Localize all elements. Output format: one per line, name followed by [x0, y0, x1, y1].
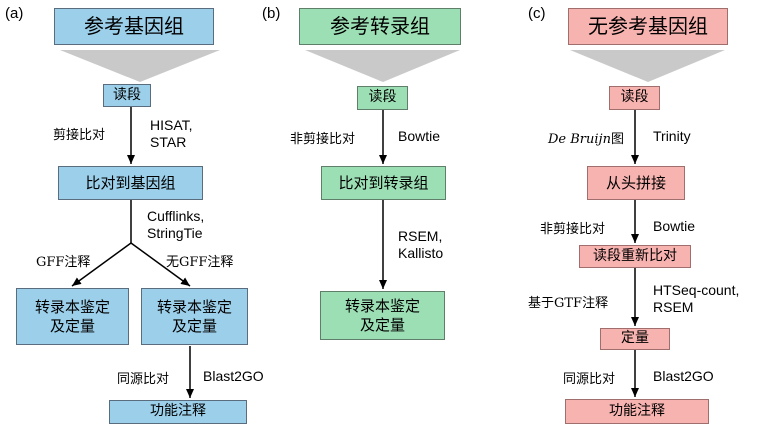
title-no-reference-genome: 无参考基因组	[568, 8, 728, 45]
title-reference-genome: 参考基因组	[54, 8, 214, 45]
de-bruijn-italic: De Bruijn	[548, 132, 611, 147]
funnel-c	[570, 50, 725, 82]
reads-box-c: 读段	[609, 86, 660, 110]
realign-reads-box: 读段重新比对	[579, 245, 691, 268]
label-a-spliced-alignment: 剪接比对	[53, 128, 106, 143]
graph-suffix: 图	[610, 132, 624, 147]
tools-a-cufflinks-stringtie: Cufflinks, StringTie	[147, 208, 205, 241]
function-annotation-box-c: 功能注释	[565, 399, 709, 424]
label-a-gff-annotation: GFF注释	[36, 255, 91, 270]
label-a-homology-alignment: 同源比对	[117, 372, 170, 387]
funnel-b	[305, 50, 460, 82]
align-to-transcriptome-box: 比对到转录组	[321, 166, 446, 200]
quant-box-a-right: 转录本鉴定 及定量	[141, 288, 248, 345]
quant-box-b: 转录本鉴定 及定量	[320, 291, 445, 340]
label-a-no-gff-annotation: 无GFF注释	[166, 255, 234, 270]
tools-b-rsem-kallisto: RSEM, Kallisto	[398, 228, 444, 261]
reads-box-b: 读段	[357, 86, 408, 110]
label-c-gtf-based: 基于GTF注释	[528, 296, 609, 311]
tools-c-htseq-rsem: HTSeq-count, RSEM	[653, 282, 740, 315]
de-novo-assembly-box: 从头拼接	[587, 166, 685, 200]
tool-c-blast2go: Blast2GO	[653, 368, 714, 384]
label-c-de-bruijn-graph: De Bruijn图	[548, 128, 624, 147]
tool-b-bowtie: Bowtie	[398, 128, 441, 144]
quantification-box-c: 定量	[600, 328, 670, 350]
funnel-a	[60, 50, 220, 82]
arrow-a-branch-left	[71, 242, 132, 287]
quant-box-a-left: 转录本鉴定 及定量	[16, 288, 129, 345]
panel-label-c: (c)	[528, 5, 546, 22]
label-c-homology-alignment: 同源比对	[563, 372, 616, 387]
panel-label-b: (b)	[262, 5, 281, 22]
panel-label-a: (a)	[5, 5, 24, 22]
tool-c-bowtie: Bowtie	[653, 218, 696, 234]
tool-c-trinity: Trinity	[653, 128, 691, 144]
title-reference-transcriptome: 参考转录组	[299, 8, 461, 45]
tool-a-blast2go: Blast2GO	[203, 368, 264, 384]
arrow-a-branch-right	[130, 242, 191, 287]
align-to-genome-box: 比对到基因组	[58, 166, 203, 200]
label-c-unspliced-alignment: 非剪接比对	[540, 222, 606, 237]
reads-box-a: 读段	[103, 84, 151, 107]
function-annotation-box-a: 功能注释	[109, 400, 247, 424]
tools-a-hisat-star: HISAT, STAR	[150, 117, 193, 150]
label-b-unspliced-alignment: 非剪接比对	[290, 132, 356, 147]
